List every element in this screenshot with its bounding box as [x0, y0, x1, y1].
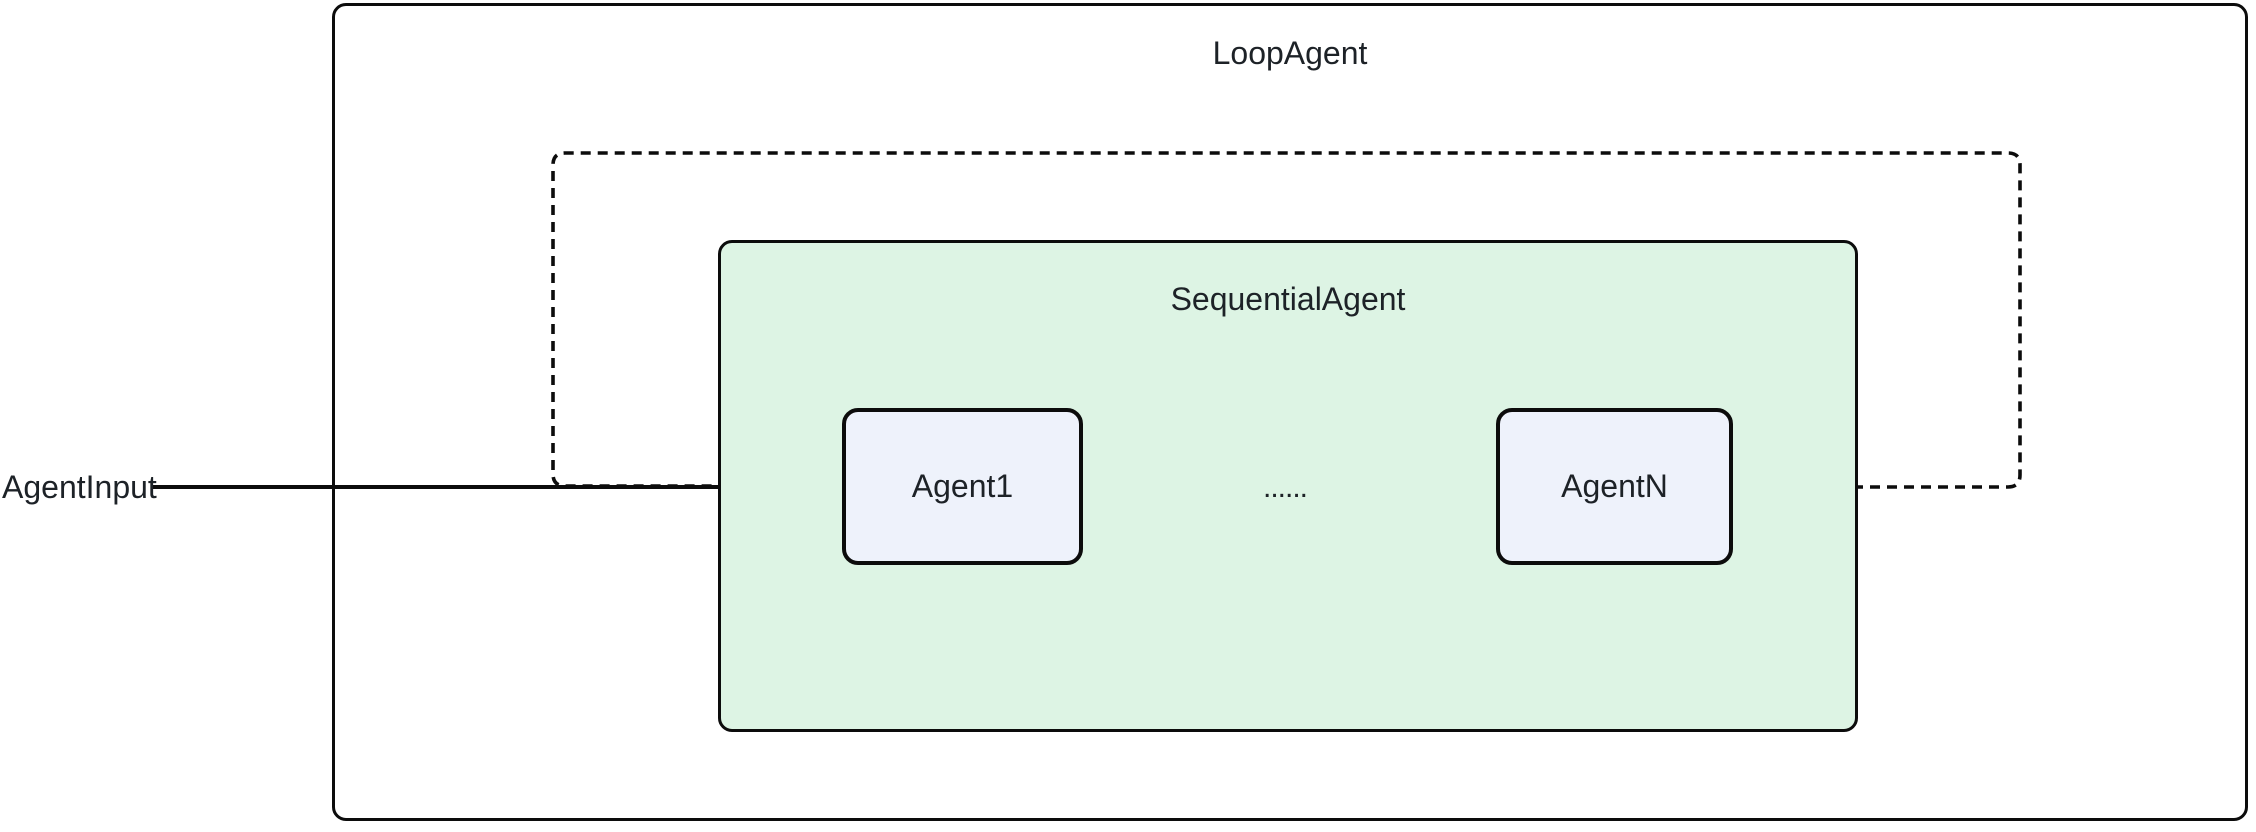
ellipsis-edge-label: ......: [1263, 471, 1308, 504]
agent-input-label: AgentInput: [2, 469, 157, 505]
loop-agent-title: LoopAgent: [1212, 35, 1368, 71]
loop-agent-container: LoopAgent: [332, 3, 2248, 821]
agent1-label: Agent1: [911, 468, 1014, 504]
agentN-node: AgentN: [1496, 408, 1733, 565]
agentN-label: AgentN: [1561, 468, 1668, 504]
agent1-node: Agent1: [842, 408, 1083, 565]
sequential-agent-title: SequentialAgent: [1170, 281, 1406, 317]
